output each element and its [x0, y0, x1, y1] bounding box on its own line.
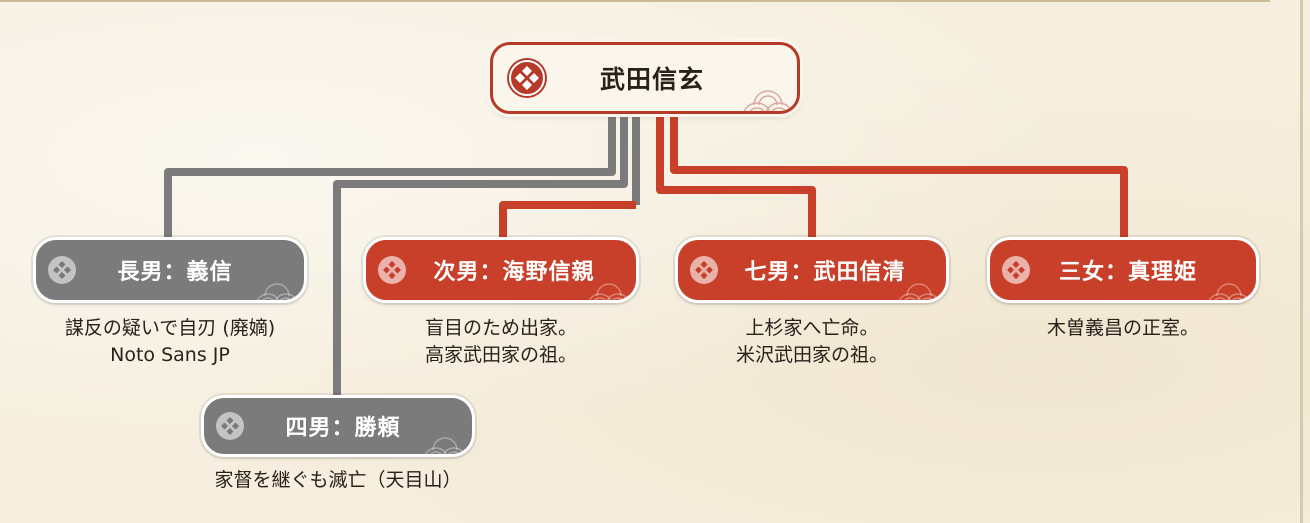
- seigaiha-wave-icon: [898, 283, 940, 300]
- caption-line: 木曽義昌の正室。: [1046, 317, 1199, 339]
- child-label: 三女：真理姫: [1058, 260, 1197, 285]
- child-node-jinan[interactable]: 次男：海野信親: [366, 240, 636, 300]
- seigaiha-wave-icon: [1208, 283, 1250, 300]
- caption-line: 謀反の疑いで自刃 (廃嫡): [64, 317, 276, 339]
- caption-yonnan: 家督を継ぐも滅亡（天目山）: [160, 467, 516, 494]
- right-border-line: [1300, 0, 1303, 523]
- top-border-line: [0, 0, 1270, 2]
- seigaiha-wave-icon: [256, 283, 298, 300]
- crest-icon: [1002, 256, 1030, 284]
- crest-icon: [48, 256, 76, 284]
- child-label: 長男：義信: [117, 260, 233, 285]
- child-label: 七男：武田信清: [744, 260, 906, 285]
- caption-line: Noto Sans JP: [110, 344, 230, 366]
- child-node-chonan[interactable]: 長男：義信: [36, 240, 304, 300]
- child-label: 四男：勝頼: [285, 416, 401, 441]
- caption-line: 上杉家へ亡命。: [745, 317, 879, 339]
- connector-jinan-red: [499, 201, 636, 246]
- caption-line: 高家武田家の祖。: [424, 344, 577, 366]
- seigaiha-wave-icon: [588, 283, 630, 300]
- seigaiha-wave-icon: [743, 90, 793, 111]
- seigaiha-wave-icon: [424, 437, 466, 454]
- root-node-shingen[interactable]: 武田信玄: [490, 42, 800, 114]
- caption-line: 米沢武田家の祖。: [735, 344, 888, 366]
- caption-shichinan: 上杉家へ亡命。 米沢武田家の祖。: [662, 315, 962, 369]
- connector-yonnan: [333, 112, 628, 408]
- child-node-shichinan[interactable]: 七男：武田信清: [678, 240, 946, 300]
- crest-icon: [378, 256, 406, 284]
- root-label: 武田信玄: [599, 65, 704, 94]
- crest-icon: [690, 256, 718, 284]
- connector-chonan: [164, 112, 616, 246]
- takeda-bishi-crest-icon: [507, 58, 547, 98]
- caption-line: 家督を継ぐも滅亡（天目山）: [214, 469, 462, 491]
- caption-sanjo: 木曽義昌の正室。: [978, 315, 1268, 342]
- crest-icon: [216, 412, 244, 440]
- child-node-sanjo[interactable]: 三女：真理姫: [990, 240, 1256, 300]
- connector-sanjo: [670, 112, 1128, 246]
- child-label: 次男：海野信親: [433, 260, 595, 285]
- caption-jinan: 盲目のため出家。 高家武田家の祖。: [350, 315, 652, 369]
- connector-shichinan: [656, 112, 816, 246]
- caption-line: 盲目のため出家。: [424, 317, 577, 339]
- child-node-yonnan[interactable]: 四男：勝頼: [204, 398, 472, 454]
- caption-chonan: 謀反の疑いで自刃 (廃嫡) Noto Sans JP: [20, 315, 320, 369]
